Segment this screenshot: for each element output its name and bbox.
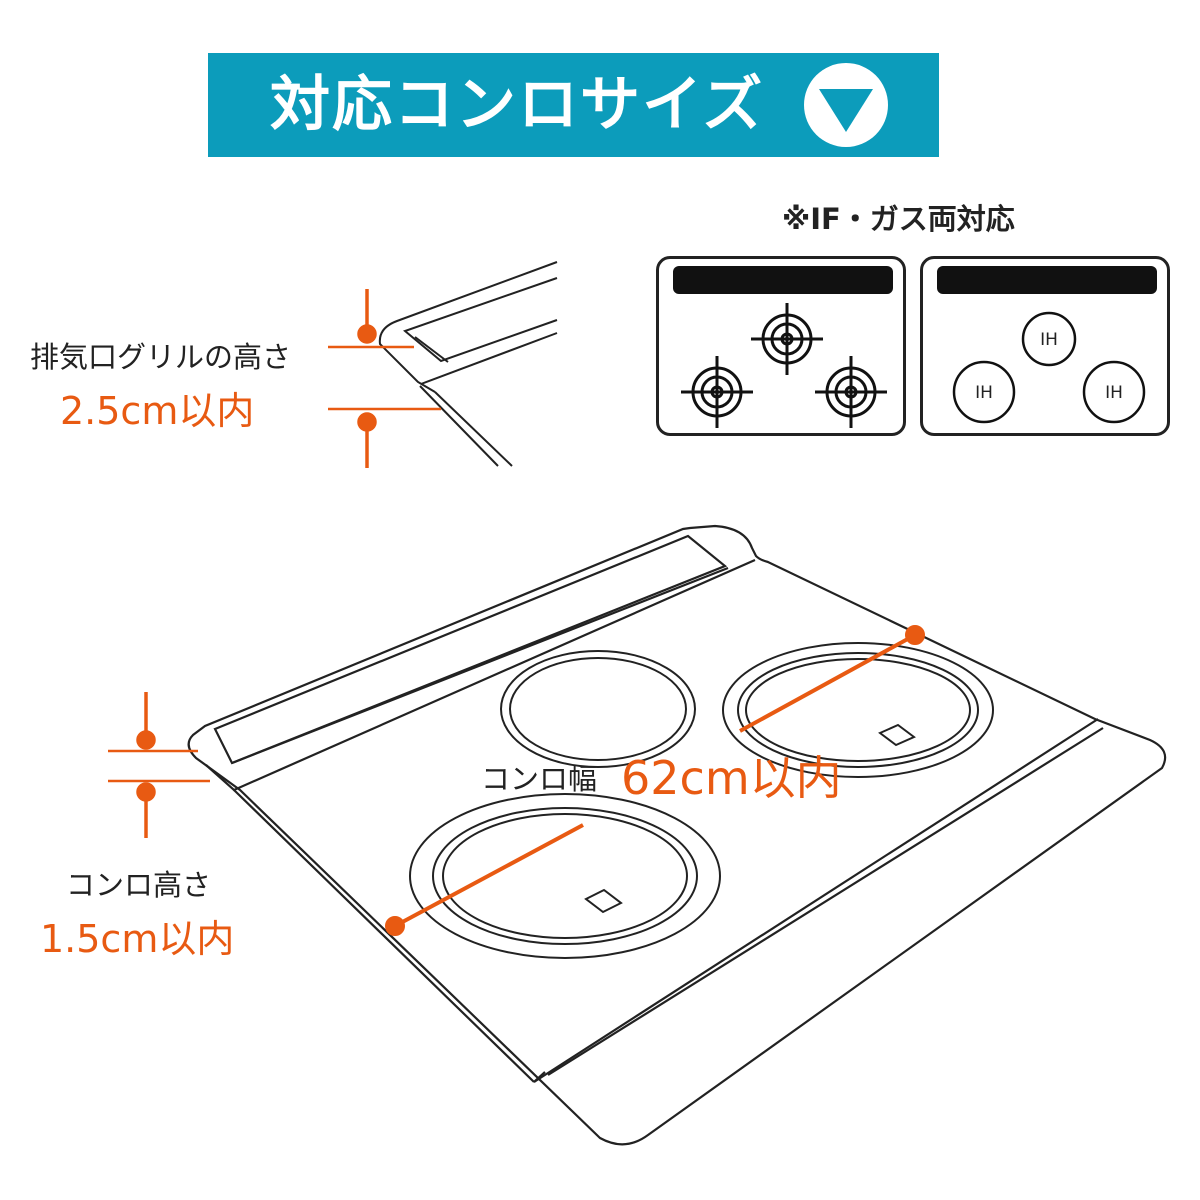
- stove-height-label: コンロ高さ: [66, 868, 212, 902]
- title-banner: 対応コンロサイズ: [208, 53, 939, 157]
- height-bottom-marker: [136, 782, 156, 802]
- grill-top-marker: [357, 324, 377, 344]
- grill-closeup: [378, 261, 558, 467]
- gas-stove-panel: [656, 256, 906, 436]
- gas-burner-icon: [751, 303, 823, 375]
- stove-height-value: 1.5cm以内: [40, 917, 235, 961]
- banner-title: 対応コンロサイズ: [270, 70, 765, 140]
- ih-burner-icon: [952, 360, 1016, 424]
- burner-rear-right: [722, 642, 994, 778]
- gas-burner-diagram: [681, 303, 887, 428]
- grill-height-label: 排気口グリルの高さ: [30, 340, 292, 374]
- gas-panel-grill-bar: [673, 266, 893, 294]
- gas-burner-icon: [681, 356, 753, 428]
- grill-height-value: 2.5cm以内: [60, 389, 255, 433]
- down-triangle-circle-icon: [804, 63, 888, 147]
- gas-burner-icon: [815, 356, 887, 428]
- ih-panel-grill-bar: [937, 266, 1157, 294]
- ih-stove-panel: IH IH IH: [920, 256, 1170, 436]
- width-left-marker: [385, 916, 405, 936]
- ih-burner-icon: [1082, 360, 1146, 424]
- ih-burner-icon: [1021, 311, 1077, 367]
- stove-width-label: コンロ幅: [481, 762, 598, 796]
- width-right-marker: [905, 625, 925, 645]
- burner-marker: [878, 723, 916, 747]
- grill-bottom-marker: [357, 412, 377, 432]
- stove-width-value: 62cm以内: [621, 751, 842, 805]
- ih-label: IH: [1040, 330, 1058, 350]
- stove-height-indicator: [108, 692, 210, 838]
- stove-width-indicator: [385, 625, 925, 936]
- burner-front-left: [409, 793, 721, 959]
- compat-note: ※IF・ガス両対応: [782, 202, 1015, 236]
- cooktop-outline: [187, 524, 1167, 1146]
- burner-marker: [584, 888, 623, 914]
- ih-label: IH: [975, 383, 993, 403]
- ih-label: IH: [1105, 383, 1123, 403]
- ih-burner-diagram: IH IH IH: [952, 311, 1146, 424]
- burner-rear-left: [500, 650, 696, 768]
- grill-height-indicator: [328, 289, 441, 468]
- height-top-marker: [136, 730, 156, 750]
